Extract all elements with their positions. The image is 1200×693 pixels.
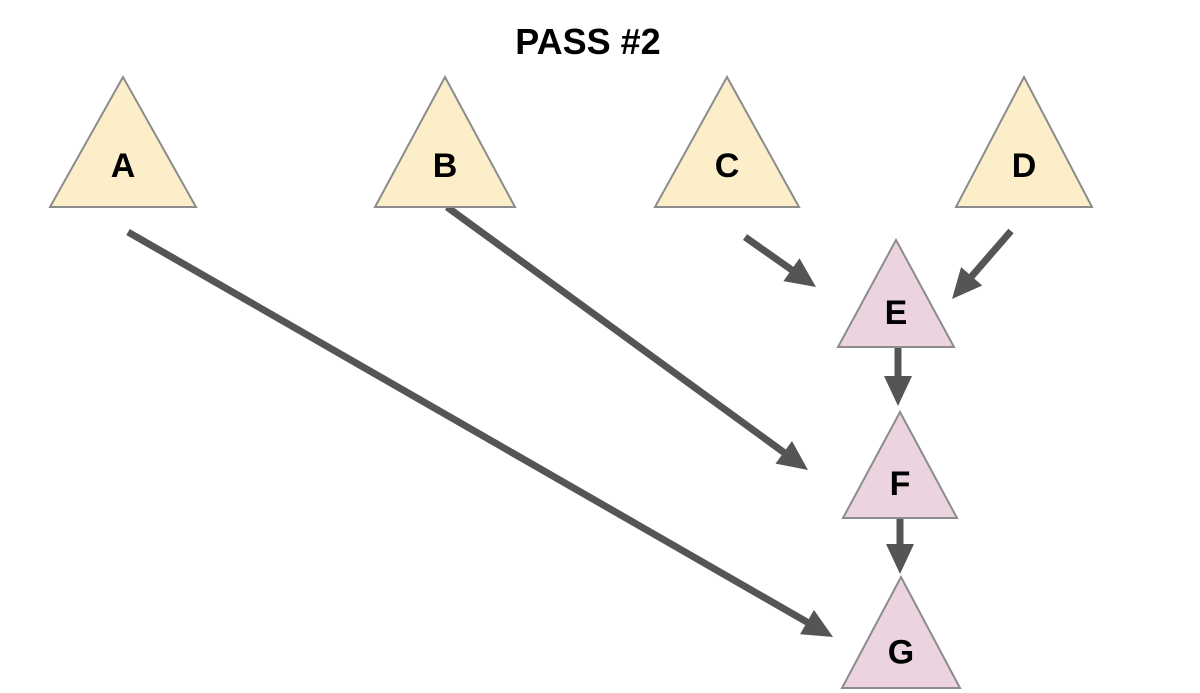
- page-title: PASS #2: [515, 21, 660, 62]
- triangle-shape[interactable]: [48, 74, 198, 208]
- triangle-shape[interactable]: [373, 74, 517, 208]
- node-triangle-c[interactable]: C: [653, 74, 801, 208]
- edges-layer: [126, 204, 1014, 637]
- arrow-head-icon: [952, 267, 983, 299]
- edge-b-to-f: [444, 204, 808, 470]
- arrow-head-icon: [886, 544, 914, 574]
- node-triangle-b[interactable]: B: [373, 74, 517, 208]
- edge-e-to-f: [884, 347, 912, 406]
- node-triangle-a[interactable]: A: [48, 74, 198, 208]
- node-label-c: C: [715, 147, 740, 185]
- edge-line: [444, 204, 791, 459]
- triangle-shape[interactable]: [653, 74, 801, 208]
- edge-line: [126, 228, 814, 629]
- node-label-g: G: [888, 634, 914, 672]
- node-triangle-d[interactable]: D: [954, 74, 1094, 208]
- node-label-b: B: [433, 147, 458, 185]
- arrow-head-icon: [800, 609, 833, 637]
- node-triangle-f[interactable]: F: [841, 409, 959, 519]
- node-triangle-g[interactable]: G: [840, 574, 962, 689]
- edge-line: [965, 228, 1014, 284]
- triangle-shape[interactable]: [840, 574, 962, 689]
- arrow-head-icon: [884, 376, 912, 406]
- edge-a-to-g: [126, 228, 833, 637]
- node-triangle-e[interactable]: E: [836, 237, 956, 348]
- node-label-e: E: [885, 294, 908, 332]
- node-label-d: D: [1012, 147, 1037, 185]
- arrow-head-icon: [775, 441, 808, 470]
- edge-d-to-e: [952, 228, 1014, 299]
- edge-f-to-g: [886, 518, 914, 574]
- node-label-a: A: [111, 147, 136, 185]
- triangle-shape[interactable]: [954, 74, 1094, 208]
- triangle-shape[interactable]: [836, 237, 956, 348]
- triangle-shape[interactable]: [841, 409, 959, 519]
- arrow-head-icon: [783, 258, 816, 287]
- edge-line: [742, 234, 799, 277]
- edge-c-to-e: [742, 234, 816, 287]
- node-label-f: F: [890, 465, 911, 503]
- nodes-layer: A B C D E F G: [48, 74, 1094, 689]
